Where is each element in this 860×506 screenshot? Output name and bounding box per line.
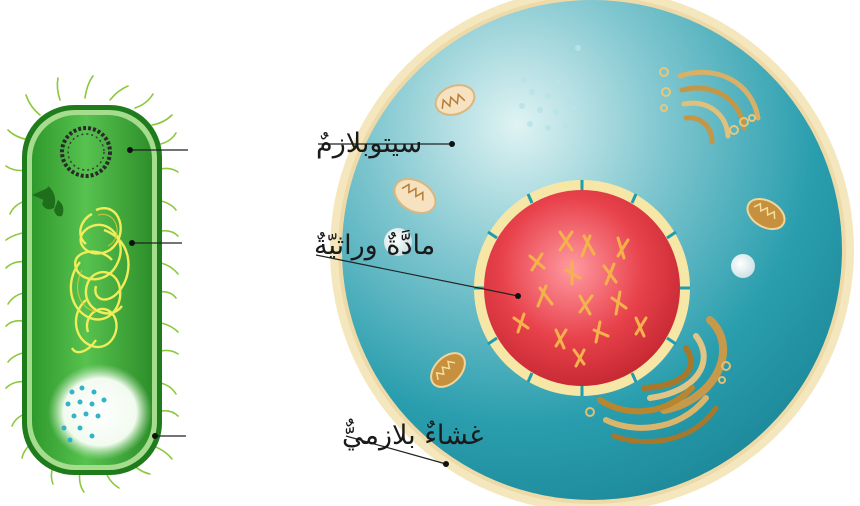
vacuole-2 [731,254,755,278]
nucleus [474,180,690,396]
bacterium [6,76,178,492]
label-genetic-material: مادَّةٌ وراثيّةٌ [314,229,435,261]
label-cytoplasm: سيتوبلازمٌ [316,128,422,159]
label-plasma-membrane: غشاءٌ بلازميٌّ [342,418,483,451]
